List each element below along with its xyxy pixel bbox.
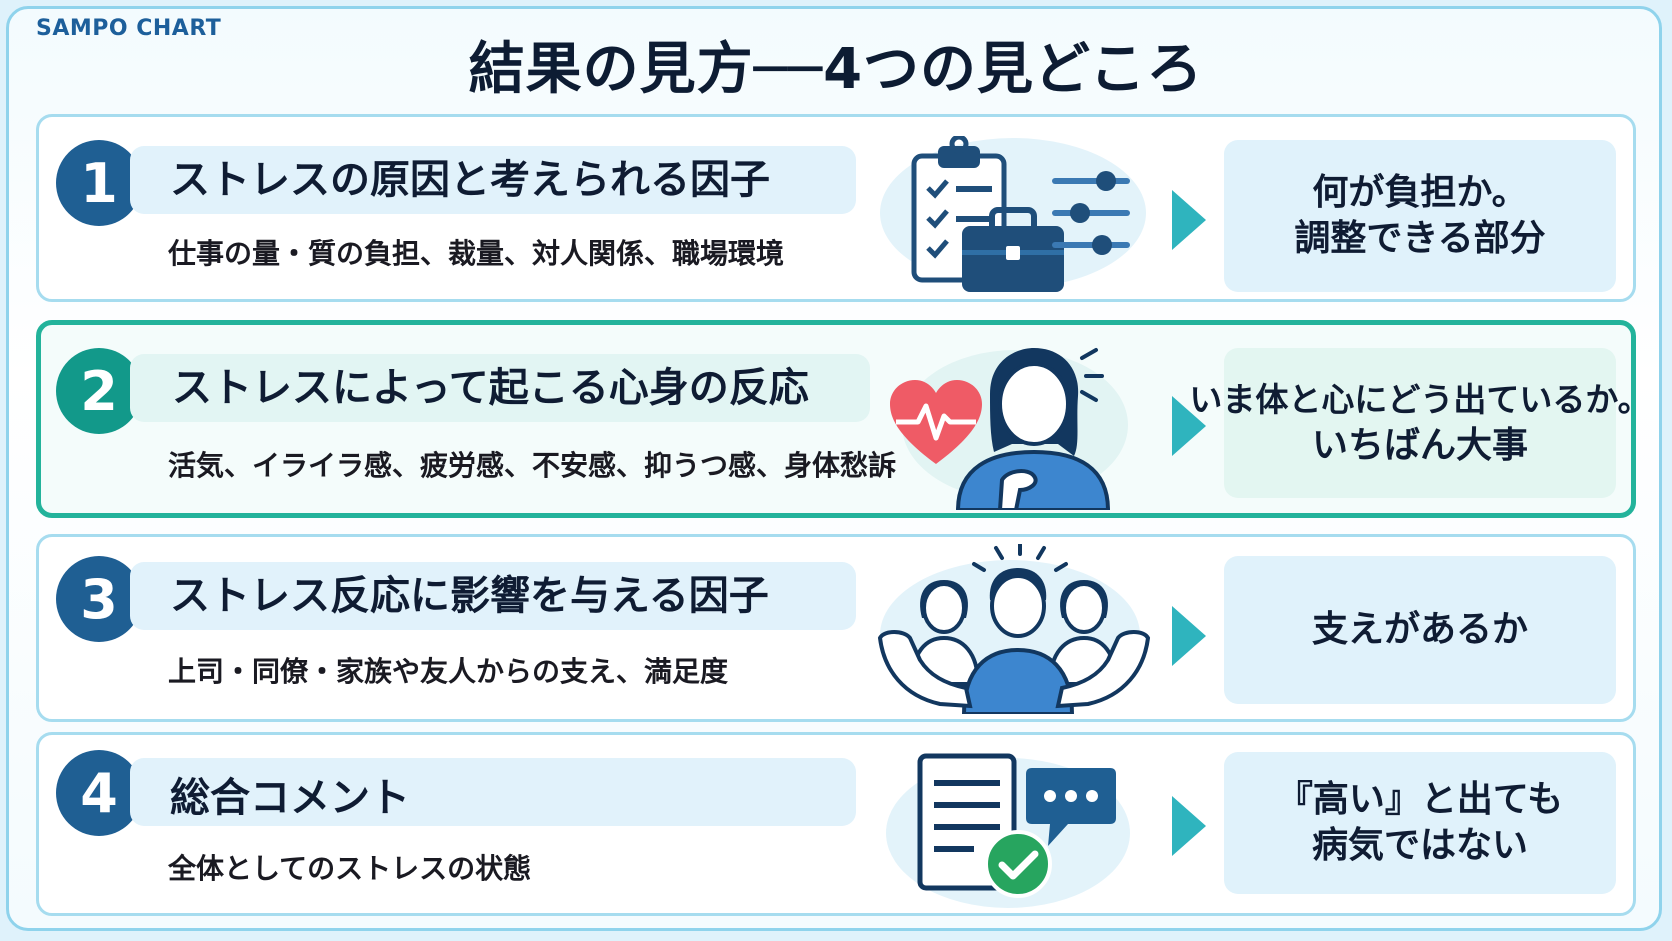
brand-label: SAMPO CHART bbox=[36, 16, 222, 41]
sliders-icon bbox=[1052, 171, 1130, 255]
step-heading-1: ストレスの原因と考えられる因子 bbox=[170, 157, 770, 203]
step-heading-2: ストレスによって起こる心身の反応 bbox=[172, 365, 809, 411]
supporting-hands-icon bbox=[877, 630, 1151, 709]
takeaway-line: 病気ではない bbox=[1311, 825, 1528, 866]
arrow-right-icon bbox=[1172, 190, 1206, 250]
arrow-right-icon bbox=[1172, 796, 1206, 856]
takeaway-box-4: 『高い』と出ても 病気ではない bbox=[1224, 752, 1616, 894]
step-number-4: 4 bbox=[56, 750, 142, 836]
person-hand-on-chest-icon bbox=[955, 348, 1110, 510]
page-title: 結果の見方──4つの見どころ bbox=[468, 37, 1204, 102]
step-heading-bg-3 bbox=[130, 562, 856, 630]
heartbeat-icon bbox=[890, 380, 982, 464]
step-detail-3: 上司・同僚・家族や友人からの支え、満足度 bbox=[168, 655, 729, 688]
arrow-right-icon bbox=[1172, 606, 1206, 666]
takeaway-line: 『高い』と出ても bbox=[1276, 779, 1564, 820]
speech-bubble-icon bbox=[1026, 768, 1116, 846]
arrow-right-icon bbox=[1172, 396, 1206, 456]
takeaway-box-1: 何が負担か。 調整できる部分 bbox=[1224, 140, 1616, 292]
step-number-2: 2 bbox=[56, 348, 142, 434]
takeaway-line: 支えがあるか bbox=[1311, 609, 1528, 650]
takeaway-line: いちばん大事 bbox=[1311, 425, 1528, 466]
takeaway-line: 調整できる部分 bbox=[1294, 218, 1546, 259]
takeaway-box-3: 支えがあるか bbox=[1224, 556, 1616, 704]
takeaway-line: 何が負担か。 bbox=[1312, 172, 1528, 213]
step-heading-3: ストレス反応に影響を与える因子 bbox=[170, 573, 769, 619]
takeaway-box-2: いま体と心にどう出ているか。 いちばん大事 bbox=[1189, 348, 1651, 498]
step-heading-bg-1 bbox=[130, 146, 856, 214]
takeaway-line: いま体と心にどう出ているか。 bbox=[1189, 380, 1651, 419]
step-number-3: 3 bbox=[56, 556, 142, 642]
step-heading-bg-2 bbox=[130, 354, 870, 422]
step-number-1: 1 bbox=[56, 140, 142, 226]
check-circle-icon bbox=[984, 830, 1052, 898]
step-detail-4: 全体としてのストレスの状態 bbox=[168, 852, 532, 885]
step-detail-2: 活気、イライラ感、疲労感、不安感、抑うつ感、身体愁訴 bbox=[168, 449, 897, 482]
step-heading-4: 総合コメント bbox=[170, 775, 410, 821]
step-heading-bg-4 bbox=[130, 758, 856, 826]
step-detail-1: 仕事の量・質の負担、裁量、対人関係、職場環境 bbox=[168, 237, 785, 270]
briefcase-icon bbox=[962, 207, 1064, 292]
